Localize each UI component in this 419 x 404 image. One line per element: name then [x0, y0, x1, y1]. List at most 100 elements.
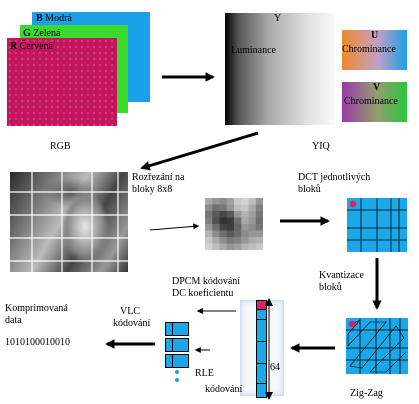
block-pixel	[205, 243, 213, 251]
block-pixel	[205, 204, 213, 212]
block-pixel	[241, 230, 249, 238]
rle-dot-2	[175, 378, 179, 382]
rle-cell-1	[165, 322, 189, 336]
block-pixel	[248, 217, 257, 225]
block-pixel	[248, 211, 257, 218]
block-pixel	[248, 224, 257, 231]
block-pixel	[241, 211, 249, 218]
y-letter: Y	[274, 13, 282, 24]
block-pixel	[248, 204, 257, 212]
block-pixel	[226, 211, 235, 218]
block-pixel	[226, 243, 235, 251]
block-pixel	[219, 204, 228, 212]
block-pixel	[226, 224, 235, 231]
block-pixel	[248, 198, 257, 205]
block-pixel	[255, 224, 264, 231]
block-pixel	[226, 204, 235, 212]
block-pixel	[241, 217, 249, 225]
block-pixel	[219, 224, 228, 231]
source-image	[10, 172, 128, 272]
block-pixel	[241, 224, 249, 231]
vlc-label-line2: kódování	[113, 318, 151, 329]
block-pixel	[212, 230, 220, 238]
single-block	[205, 198, 264, 251]
block-pixel	[255, 243, 264, 251]
block-pixel	[226, 230, 235, 238]
block-pixel	[255, 237, 264, 244]
zigzag-grid	[346, 318, 408, 374]
rle-dot-1	[175, 370, 179, 374]
rle-cell-2	[165, 338, 189, 352]
dct-grid	[347, 198, 407, 252]
block-pixel	[219, 198, 228, 205]
block-pixel	[234, 217, 242, 225]
zigzag-dc-marker	[348, 320, 356, 328]
luminance-plane	[225, 13, 335, 125]
length-arrow	[265, 298, 273, 400]
dct-label-line2: bloků	[298, 184, 321, 195]
block-pixel	[234, 237, 242, 244]
chrominance-u-plane	[342, 30, 407, 70]
block-pixel	[241, 198, 249, 205]
block-pixel	[205, 211, 213, 218]
block-pixel	[212, 204, 220, 212]
block-pixel	[255, 198, 264, 205]
block-pixel	[212, 243, 220, 251]
quant-label-line1: Kvantizace	[319, 270, 364, 281]
rle-label-line2: kódování	[205, 384, 243, 395]
block-pixel	[226, 217, 235, 225]
red-channel-label: R Červená	[10, 41, 53, 52]
block-pixels	[205, 198, 264, 251]
block-pixel	[255, 204, 264, 212]
blue-channel-label: B Modrá	[36, 13, 72, 24]
green-channel-label: G Zelená	[23, 28, 60, 39]
zigzag-block	[346, 318, 408, 374]
block-pixel	[241, 243, 249, 251]
block-pixel	[226, 198, 235, 205]
block-pixel	[219, 211, 228, 218]
split-label-line1: Rozřezání na	[132, 172, 185, 183]
yiq-caption: YIQ	[312, 141, 330, 152]
dct-block	[347, 198, 407, 252]
block-pixel	[219, 237, 228, 244]
split-label-line2: bloky 8x8	[132, 184, 173, 195]
green-channel-name: Zelená	[33, 28, 61, 39]
zigzag-label: Zig-Zag	[350, 388, 383, 399]
block-pixel	[205, 237, 213, 244]
serialized-vector	[256, 300, 267, 398]
block-pixel	[241, 204, 249, 212]
dpcm-label-line2: DC koeficientu	[172, 288, 234, 299]
block-pixel	[234, 243, 242, 251]
compressed-bitstring: 1010100010010	[5, 337, 70, 348]
dpcm-label-line1: DPCM kódování	[172, 276, 241, 287]
block-pixel	[255, 230, 264, 238]
block-pixel	[205, 230, 213, 238]
rgb-caption: RGB	[50, 141, 71, 152]
chrominance-v-plane	[342, 82, 407, 122]
arrow-image-to-block	[149, 223, 200, 231]
block-pixel	[248, 243, 257, 251]
chrominance-v-label: Chrominance	[344, 96, 398, 107]
block-pixel	[219, 230, 228, 238]
vlc-label-line1: VLC	[120, 306, 140, 317]
block-pixel	[234, 198, 242, 205]
block-pixel	[212, 237, 220, 244]
block-pixel	[205, 224, 213, 231]
quant-label-line2: bloků	[319, 282, 342, 293]
block-pixel	[234, 224, 242, 231]
block-pixel	[212, 217, 220, 225]
block-pixel	[248, 237, 257, 244]
v-letter: V	[373, 82, 381, 93]
compressed-label-line2: data	[5, 315, 22, 326]
u-letter: U	[371, 30, 379, 41]
dc-coefficient-marker	[349, 200, 357, 208]
block-pixel	[212, 224, 220, 231]
rle-label-line1: RLE	[195, 368, 214, 379]
blue-channel-letter: B	[36, 13, 43, 24]
block-pixel	[255, 211, 264, 218]
rle-cell-3	[165, 354, 189, 368]
compressed-label-line1: Komprimovaná	[5, 303, 68, 314]
block-pixel	[205, 217, 213, 225]
block-pixel	[241, 237, 249, 244]
block-pixel	[234, 211, 242, 218]
